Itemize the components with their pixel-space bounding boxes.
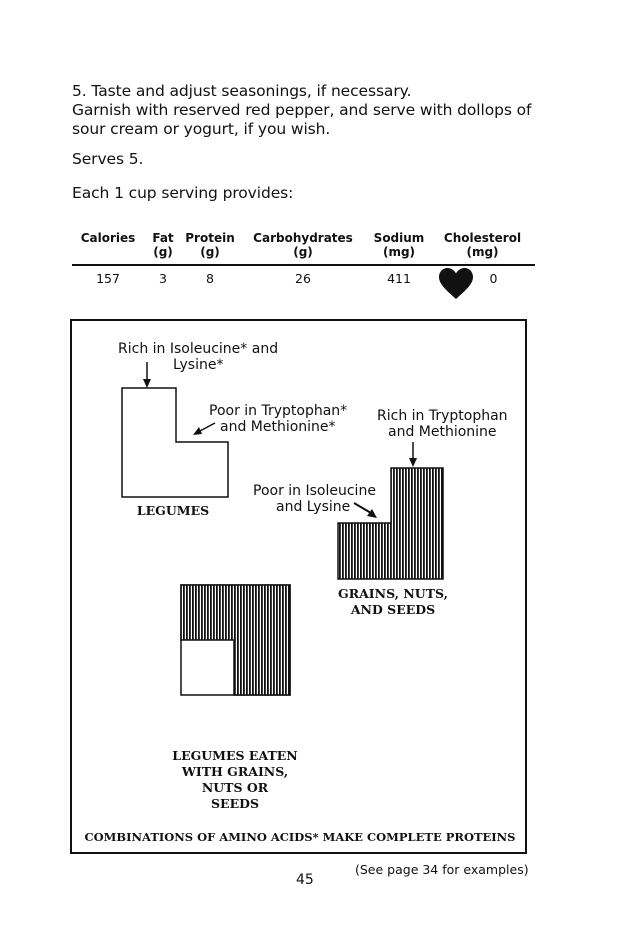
combined-protein-shape [180, 584, 291, 696]
value-sodium: 411 [387, 271, 411, 286]
header-calories: Calories [80, 231, 136, 245]
header-carbohydrates: Carbohydrates(g) [253, 231, 353, 259]
serving-provides-text: Each 1 cup serving provides: [72, 184, 294, 202]
header-sodium: Sodium(mg) [373, 231, 425, 259]
header-cholesterol: Cholesterol(mg) [443, 231, 522, 259]
grains-caption: GRAINS, NUTS, AND SEEDS [338, 586, 448, 617]
arrow-right-icon [353, 502, 377, 518]
grain-rich-label-2: and Methionine [388, 424, 497, 440]
header-protein: Protein(g) [185, 231, 235, 259]
legume-poor-label-1: Poor in Tryptophan* [209, 403, 348, 419]
heart-icon [439, 268, 473, 299]
arrow-down-icon [143, 362, 151, 388]
table-rule [72, 264, 535, 266]
value-fat: 3 [159, 271, 167, 286]
header-fat: Fat(g) [152, 231, 174, 259]
nutrition-header-row: Calories Fat(g) Protein(g) Carbohydrates… [72, 231, 535, 259]
page-number: 45 [296, 872, 314, 888]
grains-shape [337, 467, 444, 580]
legume-poor-label-2: and Methionine* [220, 419, 336, 435]
combined-caption: LEGUMES EATEN WITH GRAINS, NUTS OR SEEDS [172, 748, 298, 811]
arrow-down-icon [409, 442, 417, 467]
legumes-caption: LEGUMES [136, 503, 210, 518]
garnish-text-line-2: sour cream or yogurt, if you wish. [72, 120, 331, 138]
value-cholesterol: 0 [489, 271, 498, 286]
amino-acid-diagram-box [70, 319, 527, 854]
serves-text: Serves 5. [72, 150, 144, 168]
arrow-left-icon [193, 422, 216, 435]
diagram-title: COMBINATIONS OF AMINO ACIDS* MAKE COMPLE… [84, 830, 516, 844]
legume-shape [121, 387, 229, 498]
grain-poor-label-1: Poor in Isoleucine [253, 483, 376, 499]
value-carbohydrates: 26 [295, 271, 311, 286]
nutrition-values-row: 157 3 8 26 411 0 [72, 271, 535, 286]
legume-rich-label-1: Rich in Isoleucine* and [118, 341, 279, 357]
legume-rich-label-2: Lysine* [173, 357, 224, 373]
see-page-note: (See page 34 for examples) [355, 862, 529, 877]
garnish-text-line-1: Garnish with reserved red pepper, and se… [72, 101, 532, 119]
grain-poor-label-2: and Lysine [276, 499, 351, 515]
grain-rich-label-1: Rich in Tryptophan [377, 408, 508, 424]
value-protein: 8 [206, 271, 214, 286]
nutrition-table: Calories Fat(g) Protein(g) Carbohydrates… [72, 231, 535, 286]
value-calories: 157 [96, 271, 120, 286]
step-5-text: 5. Taste and adjust seasonings, if neces… [72, 82, 412, 100]
